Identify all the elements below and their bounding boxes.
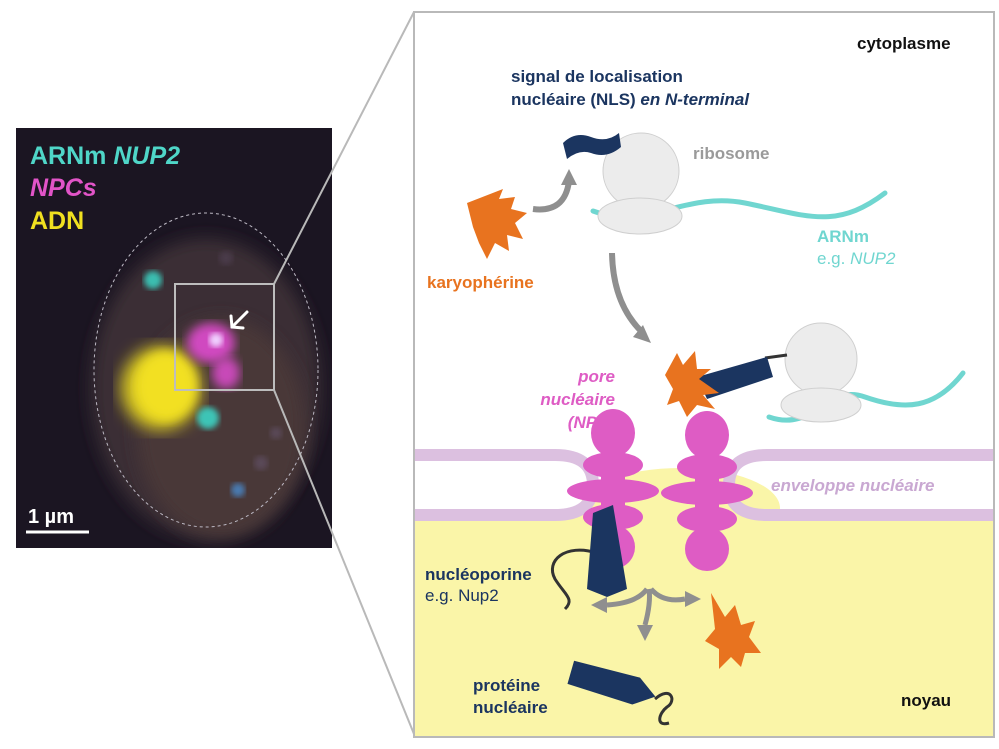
ribosome-bottom-small <box>780 387 862 423</box>
karyopherin-free <box>467 189 527 259</box>
label-mrna-example-gene: NUP2 <box>850 249 896 268</box>
micrograph: ARNm NUP2 NPCs ADN 1 µm <box>16 128 332 548</box>
label-ribosome: ribosome <box>693 144 770 163</box>
label-nucleoporin-example: e.g. Nup2 <box>425 586 499 605</box>
legend-mrna: ARNm NUP2 <box>30 142 180 171</box>
legend-dna: ADN <box>30 207 85 235</box>
label-mrna: ARNm <box>817 227 869 246</box>
arrow-karyopherin-to-nls-icon <box>532 169 577 213</box>
dispersal-arrowhead-down <box>637 625 653 641</box>
label-pore-line1: pore <box>578 367 615 386</box>
label-nuclear-pore: pore <box>555 365 615 388</box>
label-nuclear-protein-line1: protéine <box>473 676 541 695</box>
ribosome-bottom-large <box>784 322 858 396</box>
label-nls-line2-italic: en N-terminal <box>640 90 750 109</box>
karyopherin-bound <box>665 351 719 417</box>
label-nuclear-protein: protéine nucléaire <box>473 675 548 719</box>
nucleoporin-tail <box>550 548 598 611</box>
legend-mrna-gene: NUP2 <box>113 142 181 170</box>
zoom-box <box>174 283 275 391</box>
label-nls-line1: signal de localisation <box>511 67 683 86</box>
label-mrna-example: e.g. NUP2 <box>817 249 895 269</box>
dispersal-arrowhead-right <box>685 591 701 607</box>
nascent-chain <box>764 353 788 360</box>
nucleoporin-shape <box>587 505 627 597</box>
schematic-panel: cytoplasme signal de localisation nucléa… <box>413 11 995 738</box>
nuclear-pore-right <box>661 411 753 571</box>
arrow-down-to-pore-icon <box>609 252 651 343</box>
dispersal-arrowhead-left <box>591 597 607 613</box>
legend-mrna-prefix: ARNm <box>30 142 114 170</box>
label-nls: signal de localisation nucléaire (NLS) e… <box>511 65 749 111</box>
ribosome-small-subunit <box>597 197 683 235</box>
label-cytoplasm: cytoplasme <box>857 34 951 53</box>
label-mrna-example-prefix: e.g. <box>817 249 851 268</box>
karyopherin-nuclear <box>705 593 761 669</box>
nascent-protein-bottom <box>697 357 773 399</box>
nuclear-protein-tail <box>654 692 674 726</box>
schematic-drawing <box>415 132 993 736</box>
label-nuclear-protein-line2: nucléaire <box>473 698 548 717</box>
arrows-dispersal-icon <box>606 587 686 626</box>
label-pore-line3: (NPC) <box>567 413 615 432</box>
cell-outline <box>93 212 319 528</box>
nls-signal-shape <box>563 133 621 159</box>
label-nucleus: noyau <box>901 691 952 710</box>
nuclear-protein-shape <box>567 660 656 705</box>
arrow-icon <box>229 310 249 330</box>
label-karyopherin: karyophérine <box>427 273 534 292</box>
micrograph-image <box>26 212 321 538</box>
label-pore-lines: nucléaire (NPC) <box>485 388 615 434</box>
label-nls-line2: nucléaire (NLS) en N-terminal <box>511 88 749 111</box>
legend-npcs: NPCs <box>30 174 97 202</box>
label-nucleoporin: nucléoporine <box>425 565 532 584</box>
label-nls-line2-text: nucléaire (NLS) <box>511 90 641 109</box>
label-nuclear-envelope: enveloppe nucléaire <box>771 476 935 495</box>
scale-bar-label: 1 µm <box>28 506 74 528</box>
label-pore-line2: nucléaire <box>540 390 615 409</box>
